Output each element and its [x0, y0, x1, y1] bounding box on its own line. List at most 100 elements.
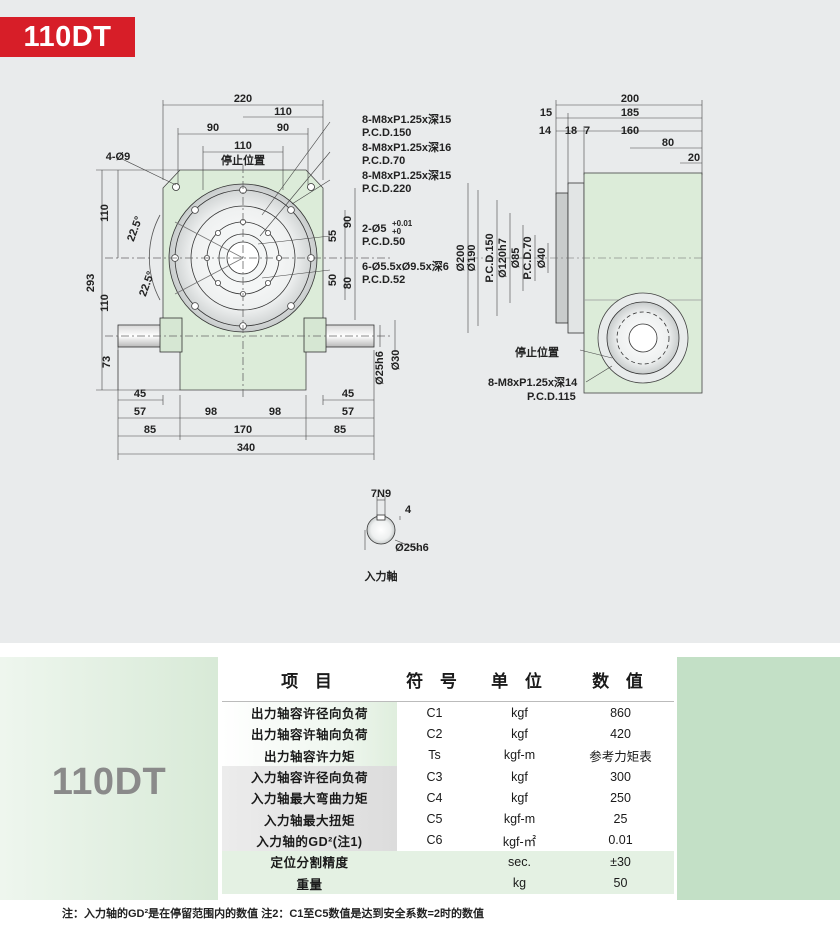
cell-symbol: C1: [397, 701, 472, 724]
cell-item: 重量: [222, 872, 397, 894]
header-unit: 单 位: [472, 657, 567, 702]
table-row: 出力轴容许径向负荷 C1 kgf 860: [222, 701, 674, 724]
dim-label: 73: [101, 356, 113, 368]
table-row: 重量 kg 50: [222, 872, 674, 894]
callout: P.C.D.150: [362, 127, 411, 139]
callout: P.C.D.70: [362, 155, 405, 167]
model-badge: 110DT: [0, 17, 135, 57]
dim-label: 90: [342, 216, 354, 228]
dim-label: 185: [621, 107, 639, 119]
dim-label: 98: [205, 406, 217, 418]
cell-item: 出力轴容许力矩: [222, 744, 397, 766]
dim-label: 57: [134, 406, 146, 418]
cell-unit: kgf: [472, 765, 567, 788]
front-view: [96, 100, 396, 460]
shaft-detail: [364, 496, 421, 551]
dim-label: 90: [277, 122, 289, 134]
dim-label: 170: [234, 424, 252, 436]
table-row: 定位分割精度 sec. ±30: [222, 851, 674, 873]
dim-label: 45: [134, 388, 146, 400]
header-value: 数 值: [567, 657, 674, 702]
cell-value: 参考力矩表: [567, 744, 674, 766]
table-row: 入力轴最大扭矩 C5 kgf-m 25: [222, 808, 674, 830]
dim-label: 18: [565, 125, 577, 137]
dim-label: 57: [342, 406, 354, 418]
cell-value: 0.01: [567, 829, 674, 852]
callout: P.C.D.52: [362, 274, 405, 286]
dim-label: 98: [269, 406, 281, 418]
callout: +0.01: [392, 219, 413, 228]
dim-label: 340: [237, 442, 255, 454]
cell-unit: kgf: [472, 723, 567, 745]
callout: 8-M8xP1.25x深14: [488, 375, 578, 389]
stop-position-label: 停止位置: [221, 153, 265, 167]
callout: P.C.D.220: [362, 183, 411, 195]
cell-item: 出力轴容许径向负荷: [222, 701, 397, 724]
dim-label: 7: [584, 125, 590, 137]
cell-value: 25: [567, 808, 674, 830]
dim-label: 55: [327, 230, 339, 242]
accent-panel: [677, 657, 840, 900]
side-view: [467, 100, 703, 394]
cell-symbol: Ts: [397, 744, 472, 766]
callout: 2-Ø5: [362, 223, 386, 235]
dim-label: Ø190: [466, 245, 478, 272]
dim-label: 160: [621, 125, 639, 137]
dim-label: 110: [99, 294, 111, 312]
dim-label: 200: [621, 93, 639, 105]
callout: 8-M8xP1.25x深15: [362, 168, 451, 182]
table-row: 出力轴容许轴向负荷 C2 kgf 420: [222, 723, 674, 745]
callout: 8-M8xP1.25x深15: [362, 112, 451, 126]
dim-label: 90: [207, 122, 219, 134]
dim-label: 50: [327, 274, 339, 286]
cell-value: 420: [567, 723, 674, 745]
stop-position-label: 停止位置: [515, 345, 559, 359]
dim-label: 80: [662, 137, 674, 149]
shaft-labels: 7N9 4 Ø25h6 入力軸: [365, 488, 429, 583]
header-item: 项 目: [222, 657, 397, 702]
dim-label: 7N9: [371, 488, 391, 500]
dim-label: 4: [405, 504, 412, 516]
angle-label: 22.5°: [137, 270, 157, 298]
cell-symbol: C4: [397, 787, 472, 809]
dim-label: 293: [85, 274, 97, 292]
table-row: 入力轴最大弯曲力矩 C4 kgf 250: [222, 787, 674, 809]
spec-table: 项 目 符 号 单 位 数 值 出力轴容许径向负荷 C1 kgf 860 出力轴…: [222, 657, 674, 894]
cell-unit: kgf-m: [472, 744, 567, 766]
table-header: 项 目 符 号 单 位 数 值: [222, 657, 674, 702]
model-label: 110DT: [51, 761, 167, 803]
cell-symbol: C2: [397, 723, 472, 745]
cell-item: 入力轴的GD²(注1): [222, 829, 397, 852]
dim-label: Ø120h7: [497, 238, 509, 278]
dim-label: 45: [342, 388, 354, 400]
technical-drawing: 220 110 90 90 110 停止位置 4-Ø9 8-M8xP1.25x深…: [85, 93, 703, 583]
cell-symbol: C5: [397, 808, 472, 830]
hole-label: 4-Ø9: [106, 151, 130, 163]
cell-unit: sec.: [472, 851, 567, 873]
cell-item: 出力轴容许轴向负荷: [222, 723, 397, 745]
callout: 6-Ø5.5xØ9.5x深6: [362, 259, 449, 273]
dim-label: Ø25h6: [374, 351, 386, 385]
dim-label: 80: [342, 277, 354, 289]
cell-value: ±30: [567, 851, 674, 873]
dim-label: Ø40: [536, 248, 548, 269]
callout: 8-M8xP1.25x深16: [362, 140, 451, 154]
header-symbol: 符 号: [397, 657, 472, 702]
cell-item: 入力轴最大扭矩: [222, 808, 397, 830]
dim-label: Ø25h6: [395, 542, 429, 554]
shaft-caption: 入力軸: [365, 569, 398, 583]
front-dim-labels: 220 110 90 90 110 停止位置 4-Ø9 8-M8xP1.25x深…: [85, 93, 451, 454]
footnote: 注：入力轴的GD²是在停留范围内的数值 注2：C1至C5数值是达到安全系数=2时…: [62, 908, 484, 920]
dim-label: 15: [540, 107, 552, 119]
cell-symbol: [397, 872, 472, 894]
dim-label: 110: [274, 106, 292, 118]
angle-label: 22.5°: [125, 215, 145, 243]
callout: P.C.D.115: [527, 391, 576, 403]
cell-item: 入力轴容许径向负荷: [222, 765, 397, 788]
model-panel: 110DT: [0, 657, 218, 900]
table-row: 入力轴容许径向负荷 C3 kgf 300: [222, 765, 674, 788]
cell-unit: kgf: [472, 701, 567, 724]
dim-label: 85: [334, 424, 346, 436]
cell-value: 300: [567, 765, 674, 788]
cell-value: 50: [567, 872, 674, 894]
